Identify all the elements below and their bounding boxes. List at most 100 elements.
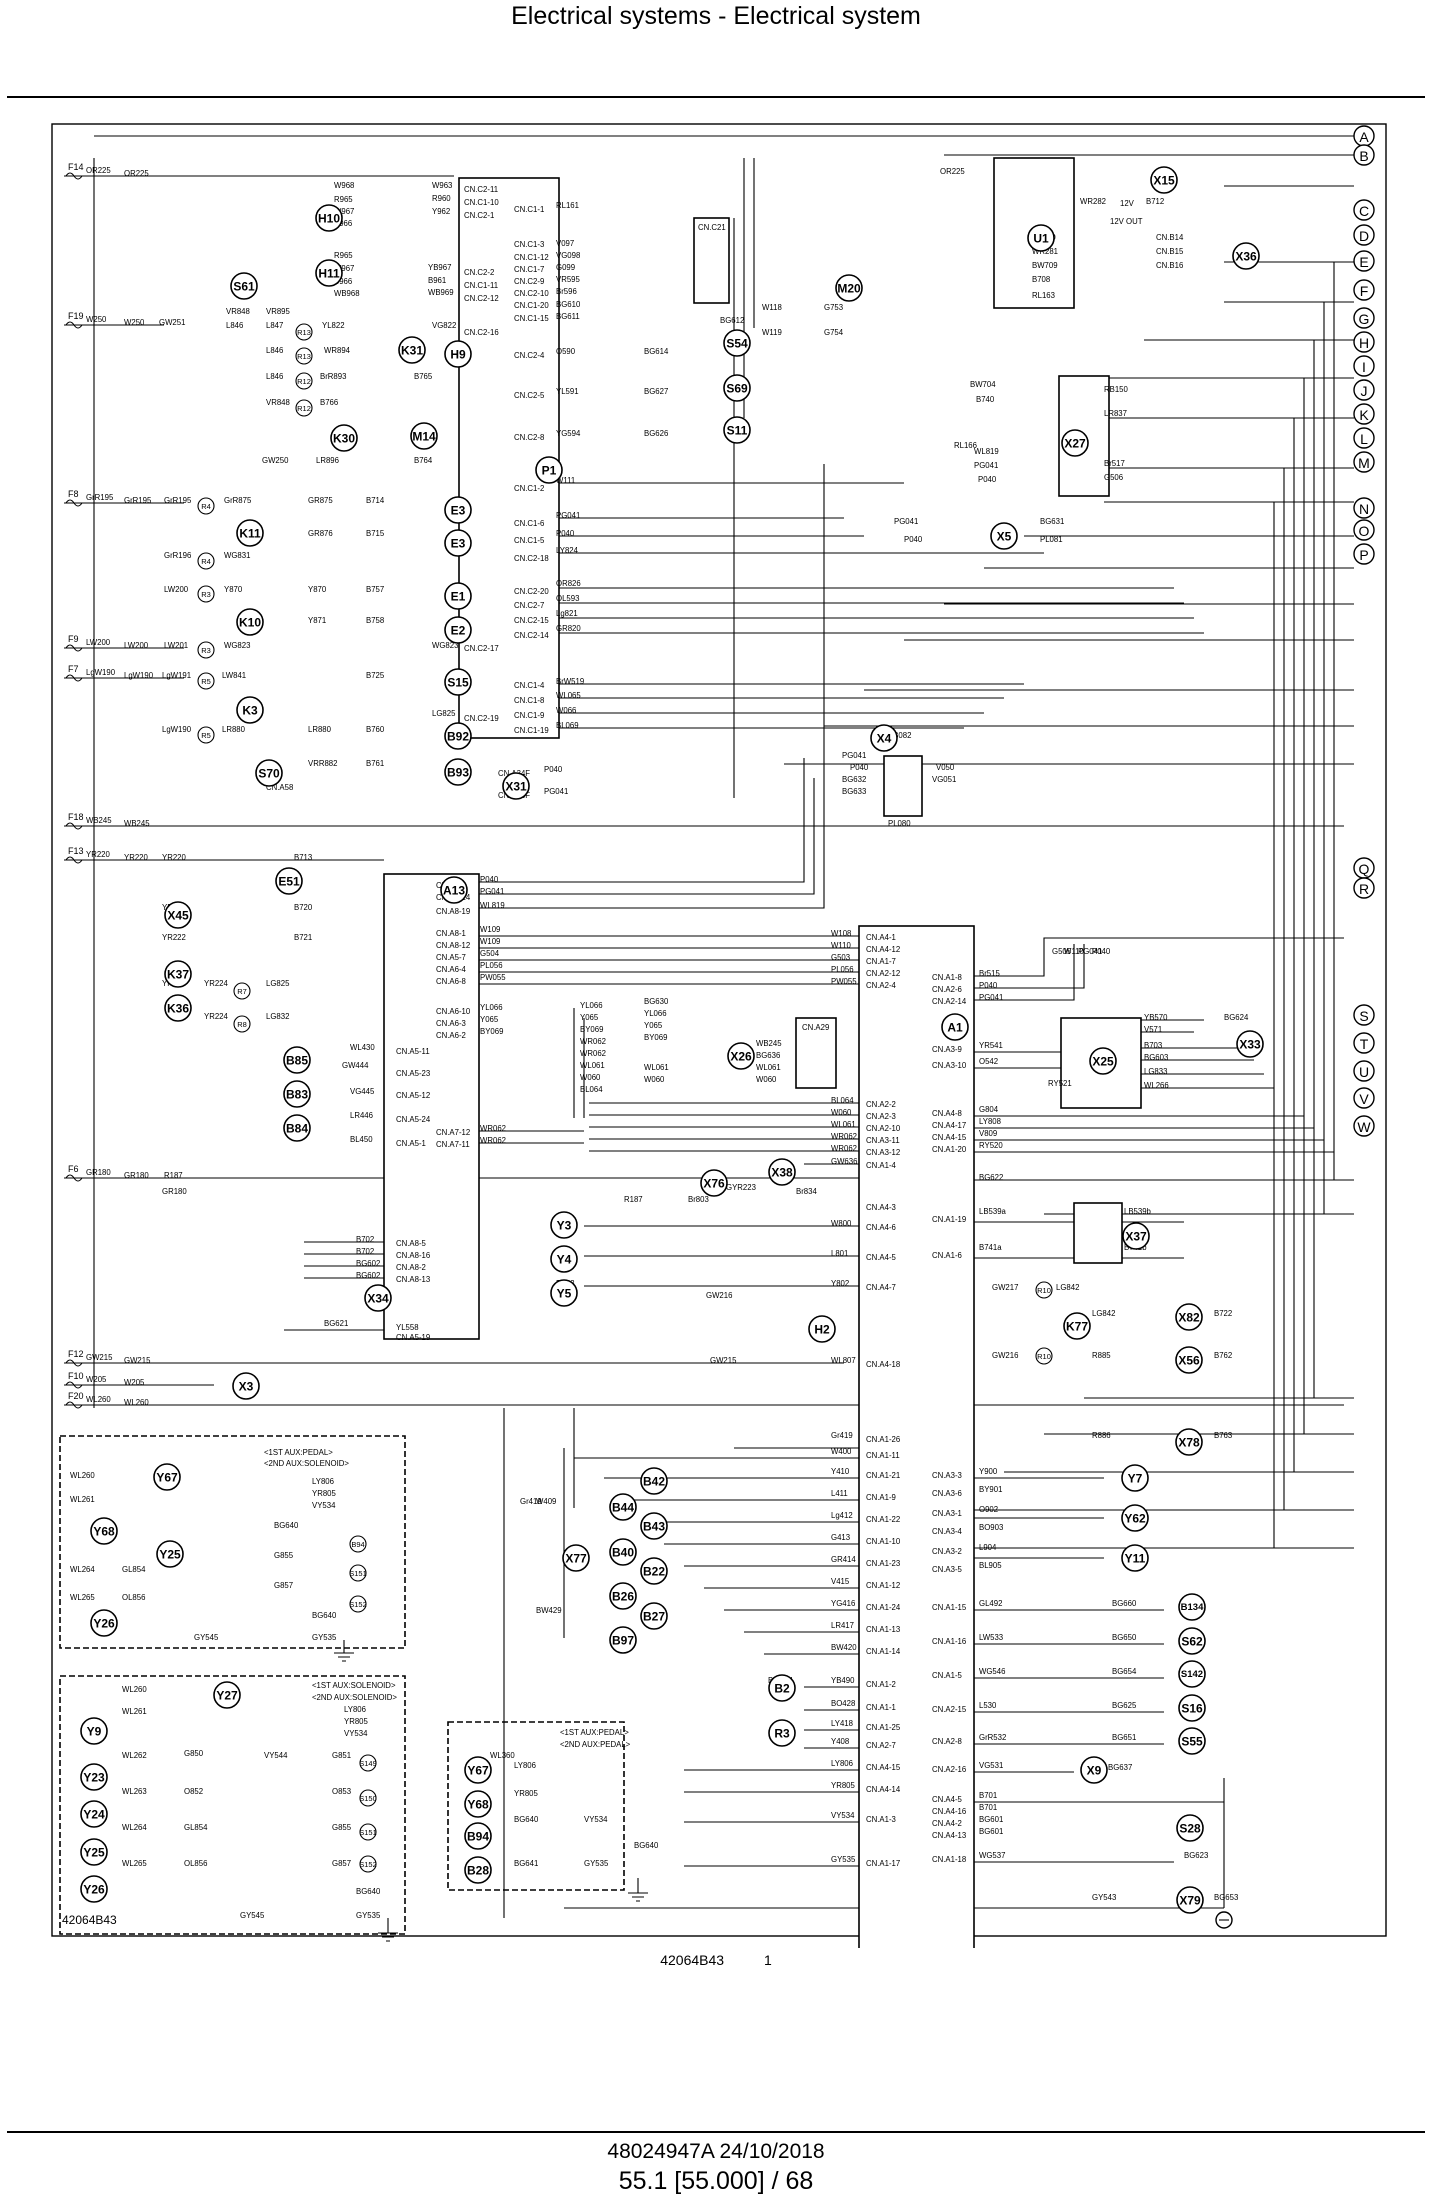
wire-label: CN.A6-4 — [436, 965, 467, 974]
wire-label: LR896 — [316, 456, 339, 465]
footer-rule — [7, 2131, 1425, 2133]
wire-label: CN.A1-11 — [866, 1451, 900, 1460]
wire-label: PG041 — [979, 993, 1003, 1002]
wire-label: CN.C2-15 — [514, 616, 549, 625]
wire-label: WL264 — [70, 1565, 95, 1574]
wire-label: GY535 — [831, 1855, 856, 1864]
wire-label: CN.A1-18 — [932, 1855, 966, 1864]
component-k11: K11 — [236, 519, 264, 547]
wire-label: LR417 — [831, 1621, 854, 1630]
wire-label: GY545 — [240, 1911, 265, 1920]
svg-text:V: V — [1359, 1091, 1369, 1107]
wire-label: PL080 — [888, 819, 911, 828]
svg-text:S152: S152 — [359, 1860, 377, 1869]
wire-label: B757 — [366, 585, 384, 594]
wire-label: BG641 — [514, 1859, 538, 1868]
wire-label: Y870 — [308, 585, 327, 594]
wire-label: CN.A29 — [802, 1023, 829, 1032]
wire-label: B966 — [334, 277, 352, 286]
wire-label: WL261 — [122, 1707, 147, 1716]
component-y4: Y4 — [550, 1245, 578, 1273]
wire-label: WR282 — [1080, 197, 1106, 206]
wire-label: G754 — [824, 328, 844, 337]
component-m20: M20 — [835, 274, 863, 302]
wire-label: LG833 — [1144, 1067, 1167, 1076]
wire-label: CN.A1-22 — [866, 1515, 900, 1524]
svg-text:H9: H9 — [450, 348, 466, 362]
wire-label: WG823 — [432, 641, 458, 650]
wire-label: CN.A8-12 — [436, 941, 470, 950]
wire-label: WG537 — [979, 1851, 1005, 1860]
wire-label: BL064 — [580, 1085, 603, 1094]
wire-label: O853 — [332, 1787, 351, 1796]
wire-label: CN.A2-3 — [866, 1112, 896, 1121]
wire-label: P040 — [556, 529, 575, 538]
wire-label: YL591 — [556, 387, 579, 396]
wire-label: CN.A5-1 — [396, 1139, 426, 1148]
wire-label: WR062 — [580, 1049, 606, 1058]
component-k3: K3 — [236, 696, 264, 724]
wire-labels: OR225W968R965W967B966W963R960Y962CN.C2-1… — [70, 167, 1249, 1920]
wire-label: GY535 — [584, 1859, 609, 1868]
wire-label: BG627 — [644, 387, 668, 396]
svg-text:X82: X82 — [1178, 1311, 1200, 1325]
wire-label: CN.A4-6 — [866, 1223, 896, 1232]
svg-text:R: R — [1359, 881, 1369, 897]
svg-text:B85: B85 — [286, 1054, 308, 1068]
wire-label: CN.A1-21 — [866, 1471, 900, 1480]
component-b43: B43 — [640, 1512, 668, 1540]
wire-label: CN.A1-10 — [866, 1537, 901, 1546]
wire-label: CN.A4-7 — [866, 1283, 896, 1292]
wire-label: CN.C2-1 — [464, 211, 494, 220]
wire-label: LgW191 — [162, 671, 191, 680]
wire-label: LY806 — [831, 1759, 853, 1768]
svg-text:E: E — [1359, 254, 1368, 270]
wire-label: Y962 — [432, 207, 450, 216]
wire-label: G857 — [332, 1859, 351, 1868]
svg-text:GrR195: GrR195 — [86, 493, 114, 502]
wire-label: CN.A2-14 — [932, 997, 967, 1006]
wire-label: YR805 — [312, 1489, 337, 1498]
wire-label: W400 — [831, 1447, 852, 1456]
wire-label: Y408 — [831, 1737, 849, 1746]
svg-text:F14: F14 — [68, 162, 84, 172]
wire-label: V050 — [936, 763, 955, 772]
wire-label: WL819 — [974, 447, 999, 456]
wire-label: WB245 — [756, 1039, 782, 1048]
wire-label: CN.A3-10 — [932, 1061, 967, 1070]
svg-text:U1: U1 — [1033, 232, 1049, 246]
component-k36: K36 — [164, 994, 192, 1022]
wire-label: RY521 — [1048, 1079, 1072, 1088]
wire-label: Y065 — [480, 1015, 499, 1024]
wire-label: CN.A1-17 — [866, 1859, 900, 1868]
wire-label: GY535 — [312, 1633, 337, 1642]
wire-label: B720 — [294, 903, 313, 912]
wire-label: BW420 — [831, 1643, 857, 1652]
component-k77: K77 — [1063, 1312, 1091, 1340]
wire-label: WR062 — [580, 1037, 606, 1046]
wire-label: CN.C1-5 — [514, 536, 545, 545]
wire-label: G753 — [824, 303, 843, 312]
wire-label: CN.A3-2 — [932, 1547, 962, 1556]
svg-text:F12: F12 — [68, 1349, 84, 1359]
wire-label: BL064 — [831, 1096, 854, 1105]
wire-label: CN.C1-10 — [464, 198, 499, 207]
wire-label: BG640 — [312, 1611, 337, 1620]
wire-label: G504 — [480, 949, 500, 958]
wire-label: CN.C1-8 — [514, 696, 544, 705]
wire-label: CN.A2-2 — [866, 1100, 896, 1109]
component-u1: U1 — [1027, 224, 1055, 252]
svg-text:Y67: Y67 — [467, 1764, 489, 1778]
wire-label: LG825 — [266, 979, 290, 988]
sub-component-r8: R8 — [233, 1015, 251, 1033]
wire-label: OR826 — [556, 579, 581, 588]
wire-label: L801 — [831, 1249, 848, 1258]
wire-label: PG041 — [842, 751, 866, 760]
wire-label: CN.A3-3 — [932, 1471, 962, 1480]
wire-label: CN.A5-23 — [396, 1069, 430, 1078]
wire-label: WG823 — [224, 641, 250, 650]
wire-label: LW200 — [164, 585, 189, 594]
wire-label: O902 — [979, 1505, 998, 1514]
